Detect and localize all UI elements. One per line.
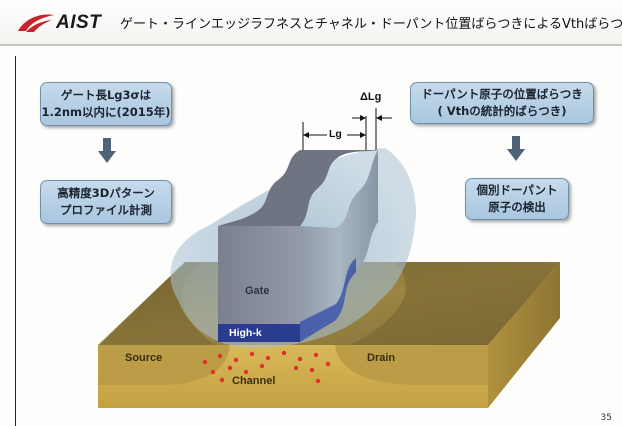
callout-individual-dopant-detection: 個別ドーパント 原子の検出 xyxy=(465,178,569,220)
lg-arrowhead-right xyxy=(360,132,366,138)
dlg-arrowhead-left xyxy=(360,115,366,121)
dopant-atoms xyxy=(202,350,331,384)
source-region xyxy=(98,345,230,385)
logo-swoosh-icon xyxy=(18,14,54,32)
arrow-down-icon xyxy=(98,138,116,163)
dlg-arrowhead-right xyxy=(376,115,382,121)
callout-3d-profile-measurement: 高精度3Dパターン プロファイル計測 xyxy=(40,180,172,224)
channel-label: Channel xyxy=(232,375,276,387)
arrow-down-icon xyxy=(507,136,525,161)
callout-text-line: ゲート長Lg3σは xyxy=(60,88,152,102)
page-number: 35 xyxy=(600,413,612,423)
callout-text-line: 原子の検出 xyxy=(488,200,546,214)
gate-front-face xyxy=(218,226,300,324)
high-k-side xyxy=(300,258,356,342)
substrate-side xyxy=(488,262,560,408)
drain-label: Drain xyxy=(367,352,396,364)
frame-line xyxy=(15,56,16,426)
drain-region xyxy=(335,345,488,385)
callout-text-line: ( Vthの統計的ばらつき) xyxy=(437,104,567,118)
logo-text: AIST xyxy=(56,12,102,33)
high-k-front xyxy=(218,324,300,342)
callout-text-line: 高精度3Dパターン xyxy=(57,186,155,200)
callout-gate-length-target: ゲート長Lg3σは 1.2nm以内に(2015年) xyxy=(40,82,172,126)
source-top-shade xyxy=(100,262,215,345)
high-k-label: High-k xyxy=(229,327,262,339)
slide-header: AIST ゲート・ラインエッジラフネスとチャネル・ドーパント位置ばらつきによるV… xyxy=(0,0,622,46)
callout-text-line: ドーパント原子の位置ばらつき xyxy=(421,87,583,101)
gate-top-face xyxy=(218,150,378,226)
gate-label: Gate xyxy=(245,285,270,297)
callout-text-line: プロファイル計測 xyxy=(60,203,152,217)
source-label: Source xyxy=(125,352,163,364)
lg-label: Lg xyxy=(329,128,342,140)
lg-arrowhead-left xyxy=(303,132,309,138)
slide-title: ゲート・ラインエッジラフネスとチャネル・ドーパント位置ばらつきによるVthばらつ… xyxy=(120,17,622,32)
callout-text-line: 1.2nm以内に(2015年) xyxy=(41,105,171,119)
gate-side-face xyxy=(300,150,378,340)
callout-dopant-position-variation: ドーパント原子の位置ばらつき ( Vthの統計的ばらつき) xyxy=(410,82,594,124)
callout-text-line: 個別ドーパント xyxy=(476,183,558,197)
aist-logo: AIST xyxy=(16,11,128,35)
drain-top-shade xyxy=(350,262,560,345)
delta-lg-label: ΔLg xyxy=(360,91,382,103)
